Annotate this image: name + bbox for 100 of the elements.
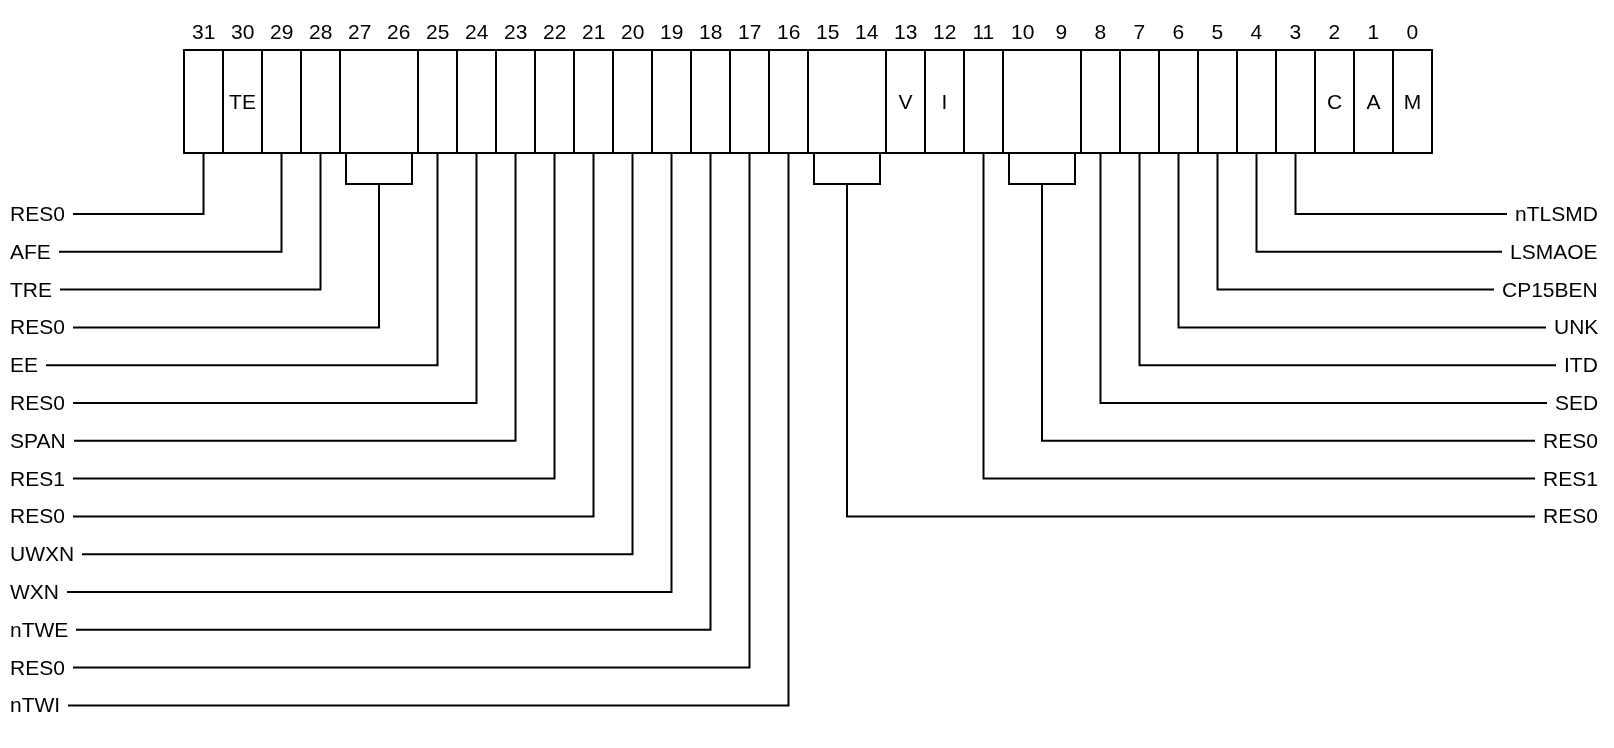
leader-line [1099, 153, 1548, 404]
field-abbreviation: A [1366, 89, 1381, 114]
bit-number: 10 [1011, 20, 1035, 44]
leader-line [72, 153, 595, 518]
field-name: nTWI [10, 693, 61, 718]
bit-number: 17 [738, 20, 762, 44]
bit-number: 21 [582, 20, 606, 44]
bit-field-box [300, 49, 341, 154]
field-abbreviation: M [1403, 89, 1422, 114]
field-name: UNK [1554, 315, 1599, 340]
bit-field-box [456, 49, 497, 154]
bit-field-box [651, 49, 692, 154]
bit-field-box [573, 49, 614, 154]
leader-line [81, 153, 634, 556]
field-name: RES0 [10, 655, 65, 680]
bit-number: 13 [894, 20, 918, 44]
leader-line [1216, 153, 1495, 291]
bit-field-box [417, 49, 458, 154]
field-name: CP15BEN [1502, 277, 1598, 302]
leader-line [72, 153, 556, 480]
field-abbreviation: C [1326, 89, 1343, 114]
bit-number: 18 [699, 20, 723, 44]
field-name: RES1 [1543, 466, 1598, 491]
bit-number: 11 [972, 20, 995, 44]
bit-number: 6 [1172, 20, 1185, 44]
bit-number: 29 [270, 20, 294, 44]
field-name: nTWE [10, 617, 69, 642]
bit-field-box [1314, 49, 1355, 154]
bit-field-box [1158, 49, 1199, 154]
leader-line [1008, 153, 1536, 442]
leader-line [1255, 153, 1503, 253]
bit-field-box [690, 49, 731, 154]
bit-field-box [222, 49, 263, 154]
bit-number: 31 [192, 20, 216, 44]
leader-line [45, 153, 439, 367]
bit-field-box [1002, 49, 1082, 154]
field-name: WXN [10, 580, 59, 604]
field-name: RES0 [10, 391, 65, 415]
leader-line [58, 153, 283, 253]
bit-number: 12 [933, 20, 957, 44]
field-name: UWXN [10, 542, 75, 567]
field-abbreviation: V [898, 89, 913, 114]
bit-number: 3 [1289, 20, 1302, 44]
bit-number: 16 [777, 20, 801, 44]
bit-number: 30 [231, 20, 255, 44]
bit-number: 22 [543, 20, 567, 44]
leader-line [59, 153, 322, 291]
bit-field-box [261, 49, 302, 154]
bit-field-box [924, 49, 965, 154]
bit-field-box [768, 49, 809, 154]
field-name: RES0 [10, 504, 65, 529]
leader-line [72, 153, 205, 215]
bit-number: 15 [816, 20, 840, 44]
bit-number: 1 [1367, 20, 1380, 44]
leader-line [72, 153, 413, 329]
field-name: RES1 [10, 466, 65, 491]
bit-field-box [339, 49, 419, 154]
field-name: SPAN [10, 428, 66, 453]
bit-number: 24 [465, 20, 489, 44]
field-name: ITD [1564, 353, 1598, 378]
bit-number: 26 [387, 20, 411, 44]
field-abbreviation: I [941, 89, 948, 114]
bit-number: 20 [621, 20, 645, 44]
bit-number: 14 [855, 20, 879, 44]
bit-number: 5 [1211, 20, 1224, 44]
bit-number: 25 [426, 20, 450, 44]
bit-field-box [885, 49, 926, 154]
leader-line [72, 153, 478, 404]
bit-field-box [1353, 49, 1394, 154]
field-name: RES0 [1543, 428, 1598, 453]
leader-line [982, 153, 1536, 480]
bit-number: 7 [1133, 20, 1146, 44]
leader-line [1177, 153, 1547, 329]
field-name: AFE [10, 239, 51, 264]
bit-field-box [807, 49, 887, 154]
bit-number: 27 [348, 20, 372, 44]
bit-field-box [729, 49, 770, 154]
field-name: LSMAOE [1510, 239, 1598, 264]
field-name: nTLSMD [1515, 202, 1598, 226]
bit-field-box [1119, 49, 1160, 154]
field-name: EE [10, 353, 38, 378]
leader-line [1294, 153, 1508, 215]
bit-number: 19 [660, 20, 684, 44]
bit-field-box [612, 49, 653, 154]
bit-number: 9 [1055, 20, 1068, 44]
bit-field-box [1275, 49, 1316, 154]
field-name: RES0 [10, 202, 65, 226]
bit-field-box [1392, 49, 1433, 154]
bit-field-box [1236, 49, 1277, 154]
field-name: SED [1555, 391, 1599, 415]
leader-line [813, 153, 1536, 518]
bit-number: 2 [1328, 20, 1341, 44]
bit-field-box [1080, 49, 1121, 154]
field-name: RES0 [1543, 504, 1598, 529]
bit-number: 23 [504, 20, 528, 44]
leader-line [73, 153, 517, 442]
bit-field-box [183, 49, 224, 154]
field-name: RES0 [10, 315, 65, 340]
leader-line [1138, 153, 1557, 367]
bit-field-box [495, 49, 536, 154]
